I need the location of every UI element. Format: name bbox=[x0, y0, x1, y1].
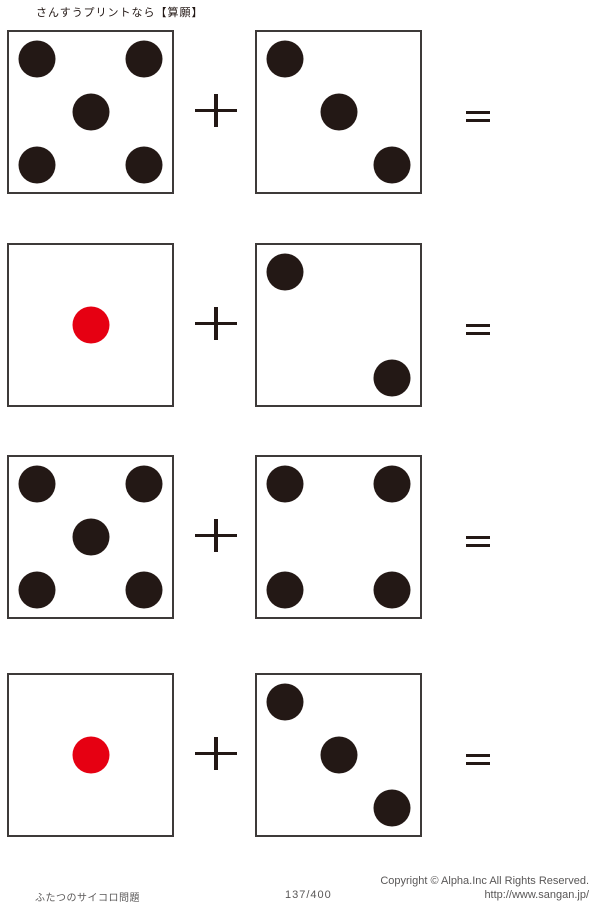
left-die bbox=[7, 30, 174, 194]
page-title: さんすうプリントなら【算願】 bbox=[36, 6, 204, 19]
plus-icon bbox=[195, 519, 237, 552]
die-pip bbox=[18, 465, 56, 503]
die-pip bbox=[320, 93, 357, 131]
right-die bbox=[255, 455, 422, 619]
page-number: 137/400 bbox=[285, 889, 332, 901]
plus-icon bbox=[195, 737, 237, 770]
die-pip bbox=[72, 518, 109, 556]
die-pip bbox=[373, 571, 411, 609]
plus-icon bbox=[195, 94, 237, 127]
die-pip bbox=[72, 93, 109, 131]
die-pip bbox=[18, 571, 56, 609]
left-die bbox=[7, 455, 174, 619]
die-pip bbox=[373, 465, 411, 503]
die-pip bbox=[320, 736, 357, 774]
die-pip bbox=[72, 736, 109, 774]
die-pip bbox=[266, 571, 304, 609]
site-url: http://www.sangan.jp/ bbox=[484, 888, 589, 901]
equals-icon bbox=[466, 754, 490, 765]
left-die bbox=[7, 673, 174, 837]
die-pip bbox=[125, 571, 163, 609]
die-pip bbox=[125, 465, 163, 503]
equals-icon bbox=[466, 111, 490, 122]
plus-icon bbox=[195, 307, 237, 340]
equals-icon bbox=[466, 324, 490, 335]
copyright-block: Copyright © Alpha.Inc All Rights Reserve… bbox=[380, 875, 589, 902]
right-die bbox=[255, 673, 422, 837]
problem-row-3 bbox=[0, 455, 600, 619]
die-pip bbox=[373, 359, 411, 397]
problem-row-1 bbox=[0, 30, 600, 194]
copyright-text: Copyright © Alpha.Inc All Rights Reserve… bbox=[380, 875, 589, 887]
worksheet-title: ふたつのサイコロ問題 bbox=[35, 893, 140, 904]
die-pip bbox=[125, 40, 163, 78]
die-pip bbox=[18, 40, 56, 78]
equals-icon bbox=[466, 536, 490, 547]
right-die bbox=[255, 30, 422, 194]
problem-row-4 bbox=[0, 673, 600, 837]
die-pip bbox=[72, 306, 109, 344]
die-pip bbox=[266, 40, 304, 78]
die-pip bbox=[18, 146, 56, 184]
die-pip bbox=[125, 146, 163, 184]
die-pip bbox=[266, 465, 304, 503]
problem-row-2 bbox=[0, 243, 600, 407]
left-die bbox=[7, 243, 174, 407]
die-pip bbox=[373, 789, 411, 827]
right-die bbox=[255, 243, 422, 407]
die-pip bbox=[266, 253, 304, 291]
die-pip bbox=[373, 146, 411, 184]
die-pip bbox=[266, 683, 304, 721]
